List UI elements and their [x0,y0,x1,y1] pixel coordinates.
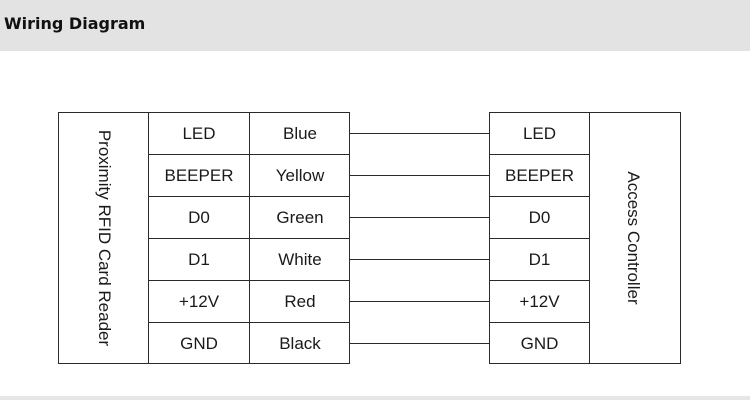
row-divider [489,238,589,239]
wire-color-white: White [278,250,322,269]
row-divider [148,196,350,197]
page-header: Wiring Diagram [0,0,750,51]
wire-color-yellow: Yellow [275,166,325,185]
wire-led [350,133,490,134]
controller-pin-d0: D0 [528,208,551,227]
reader-pin-beeper: BEEPER [164,166,234,185]
row-divider [148,280,350,281]
row-divider [148,154,350,155]
wire-gnd [350,343,490,344]
row-divider [489,154,589,155]
card-reader-label: Proximity RFID Card Reader [95,129,114,347]
reader-pin-d1: D1 [188,250,210,269]
wire-color-blue: Blue [282,124,318,143]
wire-d1 [350,259,490,260]
reader-pin-12v: +12V [178,292,220,311]
controller-pin-gnd: GND [520,334,559,353]
access-controller-label: Access Controller [624,171,643,305]
row-divider [148,238,350,239]
controller-pin-d1: D1 [528,250,551,269]
page-title: Wiring Diagram [4,14,146,33]
wire-beeper [350,175,490,176]
row-divider [489,196,589,197]
wire-color-red: Red [284,292,316,311]
row-divider [489,280,589,281]
wire-12v [350,301,490,302]
reader-pin-led: LED [182,124,216,143]
wire-color-black: Black [279,334,321,353]
controller-pin-12v: +12V [519,292,560,311]
row-divider [489,322,589,323]
controller-pin-led: LED [522,124,557,143]
wire-color-green: Green [276,208,324,227]
controller-pin-beeper: BEEPER [505,166,574,185]
row-divider [148,322,350,323]
footer-divider [0,396,750,400]
reader-pin-d0: D0 [188,208,210,227]
reader-pin-gnd: GND [180,334,218,353]
wire-d0 [350,217,490,218]
divider [589,112,590,364]
